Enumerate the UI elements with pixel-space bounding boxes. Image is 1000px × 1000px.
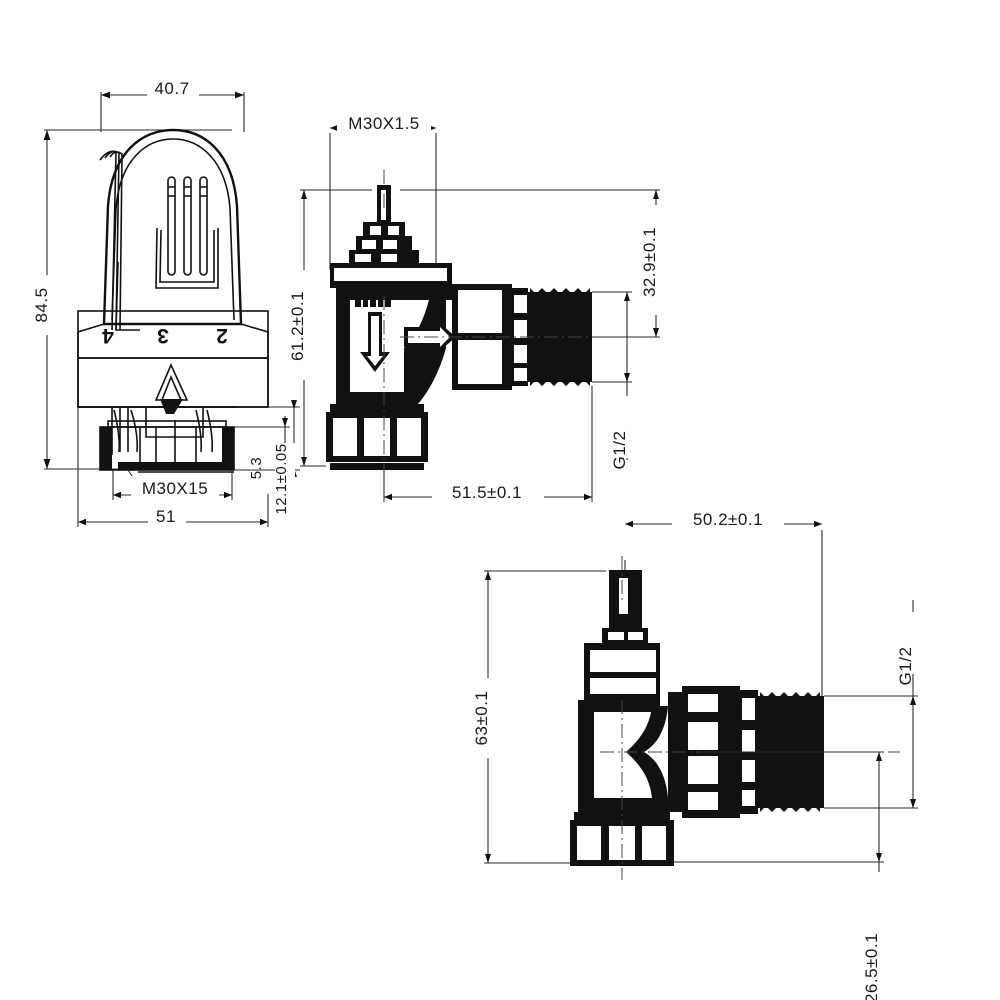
dim-straight-length-label: 50.2±0.1 [693,510,763,529]
dimension-valve-outlet-thread: G1/2 [592,291,635,470]
dim-head-width-top-label: 40.7 [154,79,189,98]
dim-head-thread-label: M30X15 [142,479,208,498]
dimension-straight-height-bottom: 26.5±0.1 [674,751,888,1000]
dimension-valve-height-total: 61.2±0.1 [288,189,372,467]
angled-valve-geometry [326,170,610,480]
dim-head-width-bottom-label: 51 [156,507,176,526]
dim-head-height-label: 84.5 [32,287,51,322]
head-connector-adapter [77,406,269,480]
dim-straight-height-total-label: 63±0.1 [472,691,491,746]
dim-head-skirt-label: 12.1±0.05 [273,443,290,514]
knob-scale-number-3: 3 [157,324,169,347]
straight-valve-hex-nut [668,686,758,818]
dimension-head-width-top: 40.7 [100,78,245,132]
dim-valve-height-total-label: 61.2±0.1 [288,291,307,361]
dim-valve-outlet-thread-label: G1/2 [610,431,629,470]
valve-body-marking [355,294,391,307]
view-straight-valve: 50.2±0.1 [472,507,922,1000]
dimension-valve-height-center: 32.9±0.1 [400,189,665,338]
dimension-head-thread: M30X15 [112,470,233,500]
dim-straight-outlet-thread-label: G1/2 [896,647,915,686]
dimension-valve-length: 51.5±0.1 [383,386,593,502]
dim-head-collar-label: 5.3 [248,457,265,479]
dimension-head-skirt-height: 12.1±0.05 [236,400,300,525]
dim-valve-stem-thread-label: M30X1.5 [348,114,420,133]
dimension-valve-stem-thread: M30X1.5 [329,112,437,270]
dim-valve-height-center-label: 32.9±0.1 [640,227,659,297]
head-vent-slots [167,176,208,276]
view-thermostatic-head: 40.7 84.5 [32,78,300,527]
knob-scale-number-4: 4 [102,324,114,347]
dimension-straight-height-total: 63±0.1 [472,570,606,864]
dim-straight-height-bottom-label: 26.5±0.1 [862,933,881,1000]
head-body-geometry: 4 3 2 [77,128,269,480]
valve-bottom-union-nut [326,404,428,470]
valve-outlet-thread [528,288,592,386]
flow-arrow-down-icon [360,312,390,372]
dimension-head-width-bottom: 51 [77,407,269,527]
dimension-straight-length: 50.2±0.1 [624,507,823,700]
view-angled-valve: M30X1.5 [288,112,665,502]
dimension-straight-outlet-thread: G1/2 [824,600,922,809]
dim-valve-length-label: 51.5±0.1 [452,483,522,502]
straight-valve-geometry [570,556,900,880]
knob-scale-number-2: 2 [216,324,228,347]
